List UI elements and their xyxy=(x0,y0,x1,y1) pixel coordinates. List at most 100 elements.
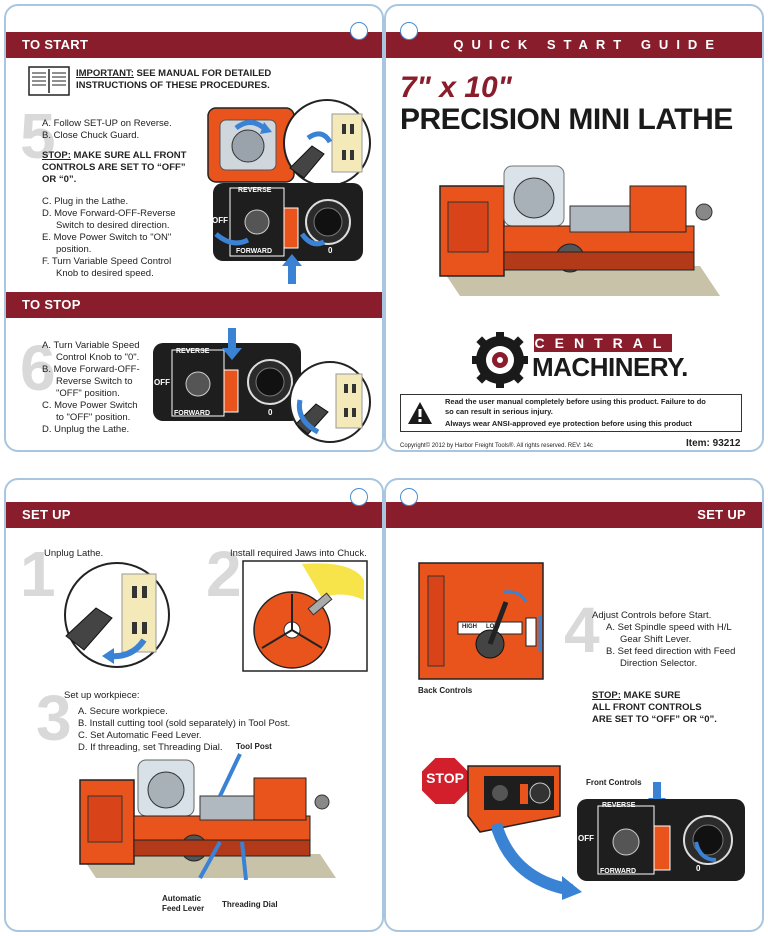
start-step-f: F. Turn Variable Speed Control xyxy=(42,256,172,267)
binder-ring-top-right xyxy=(400,22,418,40)
down-arrow-icon xyxy=(222,328,242,360)
start-step-b: B. Close Chuck Guard. xyxy=(42,130,140,141)
step-1-text: Unplug Lathe. xyxy=(44,548,104,559)
step-4-b: B. Set feed direction with Feed xyxy=(606,646,736,657)
front-forward-label: FORWARD xyxy=(600,868,637,875)
start-forward-label: FORWARD xyxy=(236,248,273,255)
step-4-text: Adjust Controls before Start. xyxy=(592,610,712,621)
quick-start-header: QUICK START GUIDE xyxy=(386,32,762,58)
step-3-b: B. Install cutting tool (sold separately… xyxy=(78,718,291,729)
stop-line1: MAKE SURE ALL FRONT xyxy=(73,150,187,161)
to-start-header: TO START xyxy=(6,32,382,58)
start-stop-warning: STOP: MAKE SURE ALL FRONT CONTROLS ARE S… xyxy=(42,150,212,186)
to-stop-header: TO STOP xyxy=(6,292,382,318)
step-4-b2: Direction Selector. xyxy=(620,658,698,669)
stop-sign-icon xyxy=(420,756,470,806)
stop-step-c: C. Move Power Switch xyxy=(42,400,138,411)
plug-in-illustration xyxy=(283,99,371,187)
step-6-number: 6 xyxy=(20,332,56,404)
binder-ring-bottom-right xyxy=(400,488,418,506)
step-3-number: 3 xyxy=(36,682,72,754)
tool-post-label: Tool Post xyxy=(236,742,272,751)
item-number: Item: 93212 xyxy=(686,438,741,449)
warning-triangle-icon xyxy=(408,402,432,424)
front-control-panel xyxy=(577,799,745,881)
start-step-e2: position. xyxy=(56,244,92,255)
important-text: SEE MANUAL FOR DETAILED INSTRUCTIONS OF … xyxy=(76,68,272,91)
low-label: LOW xyxy=(486,624,500,630)
step-3-d: D. If threading, set Threading Dial. xyxy=(78,742,223,753)
important-label: IMPORTANT: xyxy=(76,68,134,79)
stop-control-panel xyxy=(153,343,301,421)
setup-right-header: SET UP xyxy=(386,502,762,528)
copyright: Copyright© 2012 by Harbor Freight Tools®… xyxy=(400,443,593,449)
panel-setup-left: SET UP 1 Unplug Lathe. 2 Install require… xyxy=(4,478,384,932)
stop-sign-text: STOP xyxy=(426,770,464,786)
product-name-title: PRECISION MINI LATHE xyxy=(400,103,733,136)
important-note: IMPORTANT: SEE MANUAL FOR DETAILED INSTR… xyxy=(76,68,286,92)
step-2-text: Install required Jaws into Chuck. xyxy=(230,548,367,559)
stop-label: STOP: xyxy=(42,150,71,161)
panel-to-start: TO START IMPORTANT: SEE MANUAL FOR DETAI… xyxy=(4,4,384,452)
back-controls-illustration xyxy=(418,562,544,680)
step-4-number: 4 xyxy=(564,594,600,666)
panel-cover: QUICK START GUIDE 7" x 10" PRECISION MIN… xyxy=(384,4,764,452)
stop-step-d: D. Unplug the Lathe. xyxy=(42,424,130,435)
back-controls-label: Back Controls xyxy=(418,686,473,695)
stop-step-b2: Reverse Switch to xyxy=(56,376,133,387)
start-step-d2: Switch to desired direction. xyxy=(56,220,170,231)
stop-step-a2: Control Knob to "0". xyxy=(56,352,140,363)
setup-stop-label: STOP: xyxy=(592,690,621,701)
unplug-illustration xyxy=(289,361,371,443)
warning-line3: Always wear ANSI-approved eye protection… xyxy=(445,419,692,428)
manual-book-icon xyxy=(28,66,70,96)
threading-dial-label: Threading Dial xyxy=(222,900,278,909)
setup-left-header: SET UP xyxy=(6,502,382,528)
setup-lathe-illustration xyxy=(79,753,336,880)
stop-step-b: B. Move Forward-OFF- xyxy=(42,364,140,375)
up-arrow-icon xyxy=(282,254,302,284)
binder-ring-top-left xyxy=(350,22,368,40)
brand-bottom-text: MACHINERY. xyxy=(532,352,688,382)
panel-setup-right: SET UP HIGH LOW Back Controls 4 Adjust C… xyxy=(384,478,764,932)
unplug-lathe-illustration xyxy=(64,562,170,668)
zoom-arrow-icon xyxy=(492,822,582,900)
auto-feed-label-1: Automatic xyxy=(162,894,202,903)
stop-step-c2: to "OFF" position. xyxy=(56,412,131,423)
high-label: HIGH xyxy=(462,624,477,630)
stop-line3: OR “0”. xyxy=(42,174,77,185)
lathe-cover-illustration xyxy=(439,165,720,296)
stop-line2: CONTROLS ARE SET TO “OFF” xyxy=(42,162,186,173)
warning-line2: so can result in serious injury. xyxy=(445,407,553,416)
start-step-a: A. Follow SET-UP on Reverse. xyxy=(42,118,172,129)
setup-stop-line2: ALL FRONT CONTROLS xyxy=(592,702,702,713)
start-control-panel xyxy=(213,183,363,261)
step-4-a2: Gear Shift Lever. xyxy=(620,634,692,645)
step-5-number: 5 xyxy=(20,100,56,172)
start-step-d: D. Move Forward-OFF-Reverse xyxy=(42,208,176,219)
start-step-c: C. Plug in the Lathe. xyxy=(42,196,129,207)
front-controls-label: Front Controls xyxy=(586,778,642,787)
front-off-label: OFF xyxy=(578,834,594,843)
warning-line1: Read the user manual completely before u… xyxy=(445,397,706,406)
step-3-a: A. Secure workpiece. xyxy=(78,706,168,717)
front-controls-lathe-illustration xyxy=(467,765,561,833)
setup-stop-line3: ARE SET TO “OFF” OR “0”. xyxy=(592,714,717,725)
stop-off-label: OFF xyxy=(154,378,170,387)
front-zero-label: 0 xyxy=(696,864,701,873)
start-off-label: OFF xyxy=(212,216,228,225)
step-3-text: Set up workpiece: xyxy=(64,690,140,701)
start-step-e: E. Move Power Switch to "ON" xyxy=(42,232,172,243)
step-2-number: 2 xyxy=(206,538,242,610)
start-zero-label: 0 xyxy=(328,246,333,255)
brand-top-text: CENTRAL xyxy=(534,334,672,352)
stop-step-b3: "OFF" position. xyxy=(56,388,120,399)
safety-warning-box: Read the user manual completely before u… xyxy=(400,394,742,432)
auto-feed-label-2: Feed Lever xyxy=(162,904,205,913)
install-jaws-illustration xyxy=(242,560,368,672)
stop-zero-label: 0 xyxy=(268,408,273,417)
chuck-guard-illustration xyxy=(207,107,295,183)
front-reverse-label: REVERSE xyxy=(602,802,636,809)
stop-step-a: A. Turn Variable Speed xyxy=(42,340,140,351)
start-reverse-label: REVERSE xyxy=(238,187,272,194)
